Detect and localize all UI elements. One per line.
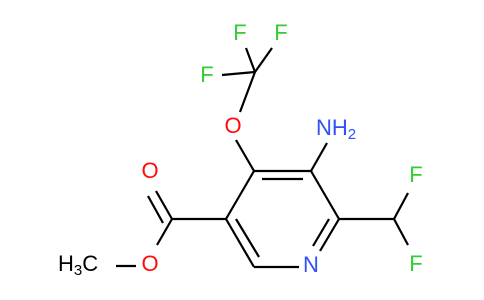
fluorine-label-chf2-bottom: F	[409, 251, 422, 276]
amino-subscript: 2	[348, 126, 356, 143]
bond-cf3-f-top-left	[244, 47, 257, 73]
methyl-c: C	[82, 251, 98, 276]
bond-c3-nh2	[310, 142, 328, 172]
bond-cf3-o	[238, 71, 257, 113]
bond-cf3-f-top-right	[254, 47, 273, 73]
methyl-subscript: 3	[74, 262, 82, 279]
amino-label: NH2	[316, 115, 356, 143]
oxygen-label-ester: O	[141, 251, 158, 276]
bond-c-o-single	[156, 218, 173, 246]
methyl-label: H3C	[58, 251, 98, 279]
bond-ring-c6-c5	[225, 218, 255, 268]
bond-ring-c2-n-inner	[312, 218, 330, 247]
bond-ring-c3-c2	[310, 170, 340, 220]
methyl-h: H	[58, 251, 74, 276]
bond-chf2-f-bot	[393, 218, 409, 246]
fluorine-label-cf3-top-left: F	[233, 20, 246, 45]
bond-ring-c6-c5-inner	[235, 218, 260, 258]
bond-ring-c5-c4	[225, 170, 255, 220]
bond-c-o-double-a	[155, 190, 173, 220]
oxygen-label-carbonyl: O	[141, 158, 158, 183]
fluorine-label-cf3-left: F	[200, 62, 213, 87]
fluorine-label-cf3-top-right: F	[274, 20, 287, 45]
bond-cf3-f-left	[221, 70, 256, 77]
bond-o-ring	[235, 139, 255, 172]
bond-ring-c2-n	[319, 218, 340, 252]
bond-c-o-double-b	[147, 195, 164, 224]
fluorine-label-chf2-top: F	[409, 162, 422, 187]
bond-chf2-f-top	[393, 192, 409, 220]
oxygen-label-ether: O	[224, 113, 241, 138]
amino-nh: NH	[316, 115, 348, 140]
nitrogen-label-ring: N	[303, 252, 319, 277]
